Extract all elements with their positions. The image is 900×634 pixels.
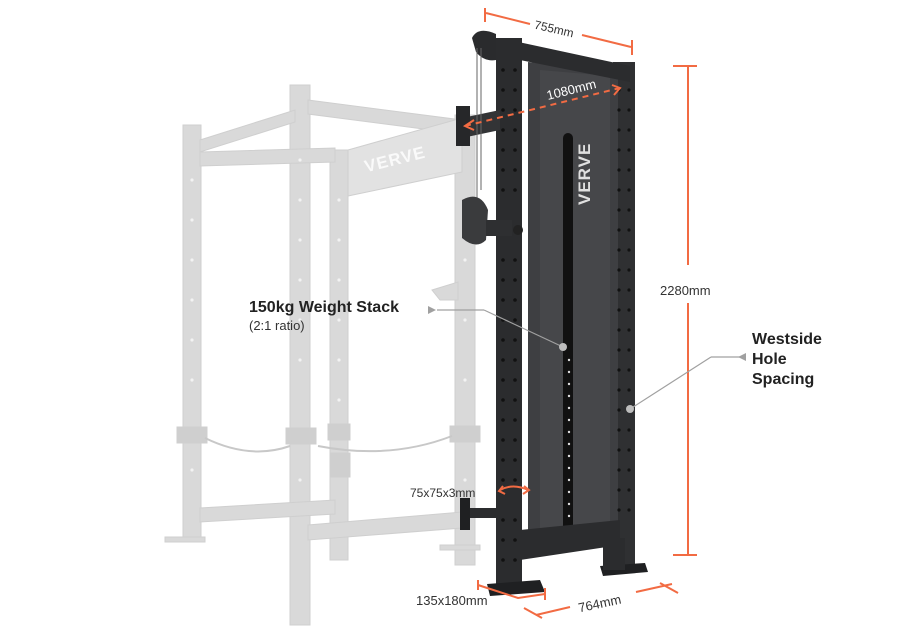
front-upright (496, 38, 522, 593)
hole-spacing-pointer-arrow (738, 353, 746, 361)
weight-stack-ratio: (2:1 ratio) (249, 318, 305, 333)
weight-stack-pointer-arrow (428, 306, 436, 314)
upright-size-arc (499, 485, 529, 491)
upright-size-label: 75x75x3mm (410, 486, 476, 500)
inner-depth-line (464, 87, 621, 127)
top-pulley (472, 30, 496, 61)
footplate-dimension (477, 584, 546, 600)
hole-spacing-line1: Westside (752, 331, 822, 348)
hole-spacing-line3: Spacing (752, 371, 815, 388)
weight-stack-pointer-dot (559, 343, 567, 351)
hole-spacing-pointer-dot (626, 405, 634, 413)
footplate-size-label: 135x180mm (416, 593, 488, 608)
weight-stack-callout: 150kg Weight Stack (2:1 ratio) (249, 298, 399, 333)
hole-spacing-line2: Hole (752, 351, 787, 368)
adjustable-pulley (462, 196, 488, 245)
height-label: 2280mm (660, 283, 711, 298)
weight-stack-title: 150kg Weight Stack (249, 299, 399, 316)
weight-selector-slot (563, 133, 573, 533)
hole-spacing-callout: Westside Hole Spacing (752, 330, 822, 390)
